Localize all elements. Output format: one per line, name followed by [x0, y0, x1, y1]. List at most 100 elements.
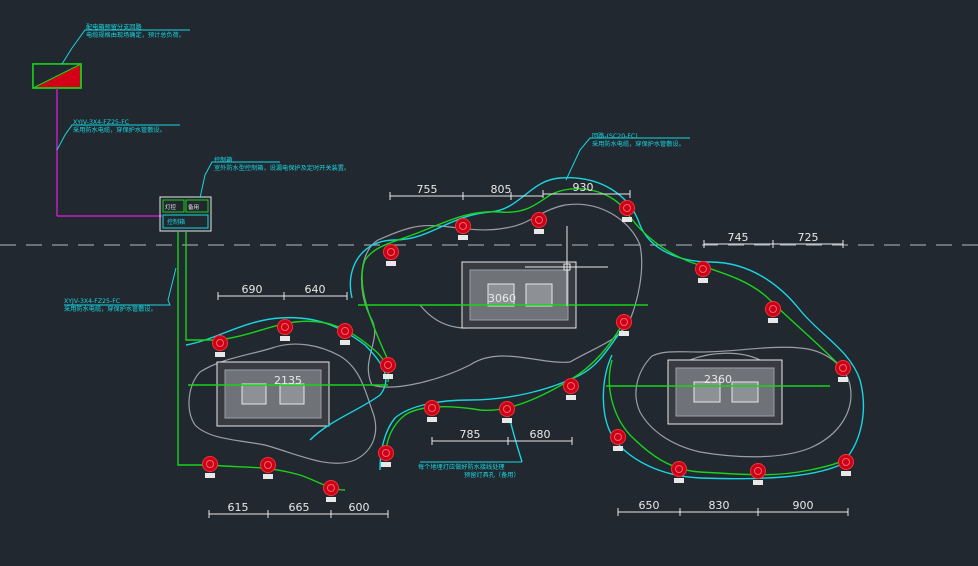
light-tag	[263, 474, 273, 479]
light-fixture	[202, 456, 218, 478]
annotation-leaders	[56, 29, 690, 463]
dim-680: 680	[530, 428, 551, 441]
light-fixture	[383, 244, 399, 266]
light-tag	[427, 417, 437, 422]
cyan-loop-lower	[379, 329, 623, 471]
dim-725: 725	[798, 231, 819, 244]
light-tag	[674, 478, 684, 483]
light-tag	[502, 418, 512, 423]
light-fixture	[378, 445, 394, 467]
dim-830: 830	[709, 499, 730, 512]
branch-cable-note-l2: 采用防水电缆，穿保护水管敷设。	[64, 305, 157, 313]
foundation-right	[667, 359, 783, 425]
island-outline-right	[635, 346, 852, 458]
branch-cable-note-l1: XYJV-3X4-FZ25-FC	[64, 298, 120, 305]
cyan-cable-loops	[185, 177, 865, 480]
dim-2135: 2135	[274, 374, 302, 387]
dim-665: 665	[289, 501, 310, 514]
light-fixture	[563, 378, 579, 400]
dim-785: 785	[460, 428, 481, 441]
control-box: 灯控 备用 控制箱	[159, 196, 212, 232]
light-fixture	[323, 480, 339, 502]
light-tag	[841, 471, 851, 476]
dim-805: 805	[491, 183, 512, 196]
control-box-label-a: 灯控	[165, 203, 177, 211]
light-fixture	[671, 461, 687, 483]
dimension-texts: 755 805 930 745 725 690 640 3060 2135 23…	[228, 181, 819, 514]
power-source	[32, 63, 82, 89]
loop-cable-note-l1: 回路-(SC20-FC)	[592, 132, 638, 140]
light-tag	[280, 336, 290, 341]
cyan-loop-left	[185, 316, 387, 441]
light-tag	[566, 395, 576, 400]
light-tag	[768, 318, 778, 323]
dim-3060: 3060	[488, 292, 516, 305]
light-fixture	[424, 400, 440, 422]
cyan-branch-to-note	[509, 419, 523, 463]
light-tag	[613, 446, 623, 451]
foundation-blocks	[216, 261, 783, 427]
light-fixture	[835, 360, 851, 382]
feed-cable-note-l1: XYJV-3X4-FZ25-FC	[73, 119, 129, 126]
light-note-l1: 每个地埋灯应做好防水接线处理	[418, 463, 505, 471]
light-tag	[326, 497, 336, 502]
control-box-label-c: 控制箱	[167, 218, 185, 226]
control-box-note-l1: 控制箱	[214, 156, 233, 164]
light-fixture	[610, 429, 626, 451]
light-tag	[458, 235, 468, 240]
dim-615: 615	[228, 501, 249, 514]
light-fixture	[531, 212, 547, 234]
light-fixture	[750, 463, 766, 485]
light-note-l2: 预留灯具孔（备用）	[464, 471, 520, 479]
light-fixtures	[202, 200, 854, 502]
dim-2360: 2360	[704, 373, 732, 386]
annotations: 配电箱预留分支回路 电缆规格由现场确定，预计总负荷。 XYJV-3X4-FZ25…	[64, 23, 685, 479]
light-tag	[698, 278, 708, 283]
green-loop-lower	[385, 324, 623, 456]
foundation-center	[461, 261, 577, 329]
light-fixture	[695, 261, 711, 283]
green-loop-right	[608, 359, 849, 476]
light-fixture	[499, 401, 515, 423]
control-box-label-b: 备用	[188, 203, 199, 211]
light-tag	[619, 331, 629, 336]
light-fixture	[765, 301, 781, 323]
light-fixture	[212, 335, 228, 357]
light-fixture	[277, 319, 293, 341]
light-tag	[383, 374, 393, 379]
dim-755: 755	[417, 183, 438, 196]
light-fixture	[260, 457, 276, 479]
light-fixture	[838, 454, 854, 476]
light-fixture	[380, 357, 396, 379]
dim-640: 640	[305, 283, 326, 296]
light-fixture	[616, 314, 632, 336]
light-tag	[340, 340, 350, 345]
crosshair-cursor	[525, 226, 608, 306]
light-fixture	[337, 323, 353, 345]
control-box-note-l2: 室外防水型控制箱，设漏电保护及定时开关装置。	[214, 164, 350, 172]
feed-cable-note-l2: 采用防水电缆，穿保护水管敷设。	[73, 126, 166, 134]
loop-cable-note-l2: 采用防水电缆，穿保护水管敷设。	[592, 140, 685, 148]
light-fixture	[455, 218, 471, 240]
dim-600: 600	[349, 501, 370, 514]
rock-inner-right	[689, 352, 761, 361]
light-tag	[622, 217, 632, 222]
dim-690: 690	[242, 283, 263, 296]
light-tag	[386, 261, 396, 266]
light-tag	[838, 377, 848, 382]
light-tag	[381, 462, 391, 467]
cyan-loop-center	[349, 177, 865, 480]
power-source-note-l1: 配电箱预留分支回路	[86, 23, 142, 31]
dim-650: 650	[639, 499, 660, 512]
dim-900: 900	[793, 499, 814, 512]
light-tag	[215, 352, 225, 357]
green-loop-center	[361, 188, 843, 369]
light-tag	[753, 480, 763, 485]
foundation-left	[216, 361, 330, 427]
island-outline-left	[188, 343, 377, 464]
dimension-lines	[208, 190, 849, 518]
dim-930: 930	[573, 181, 594, 194]
light-fixture	[619, 200, 635, 222]
dim-745: 745	[728, 231, 749, 244]
